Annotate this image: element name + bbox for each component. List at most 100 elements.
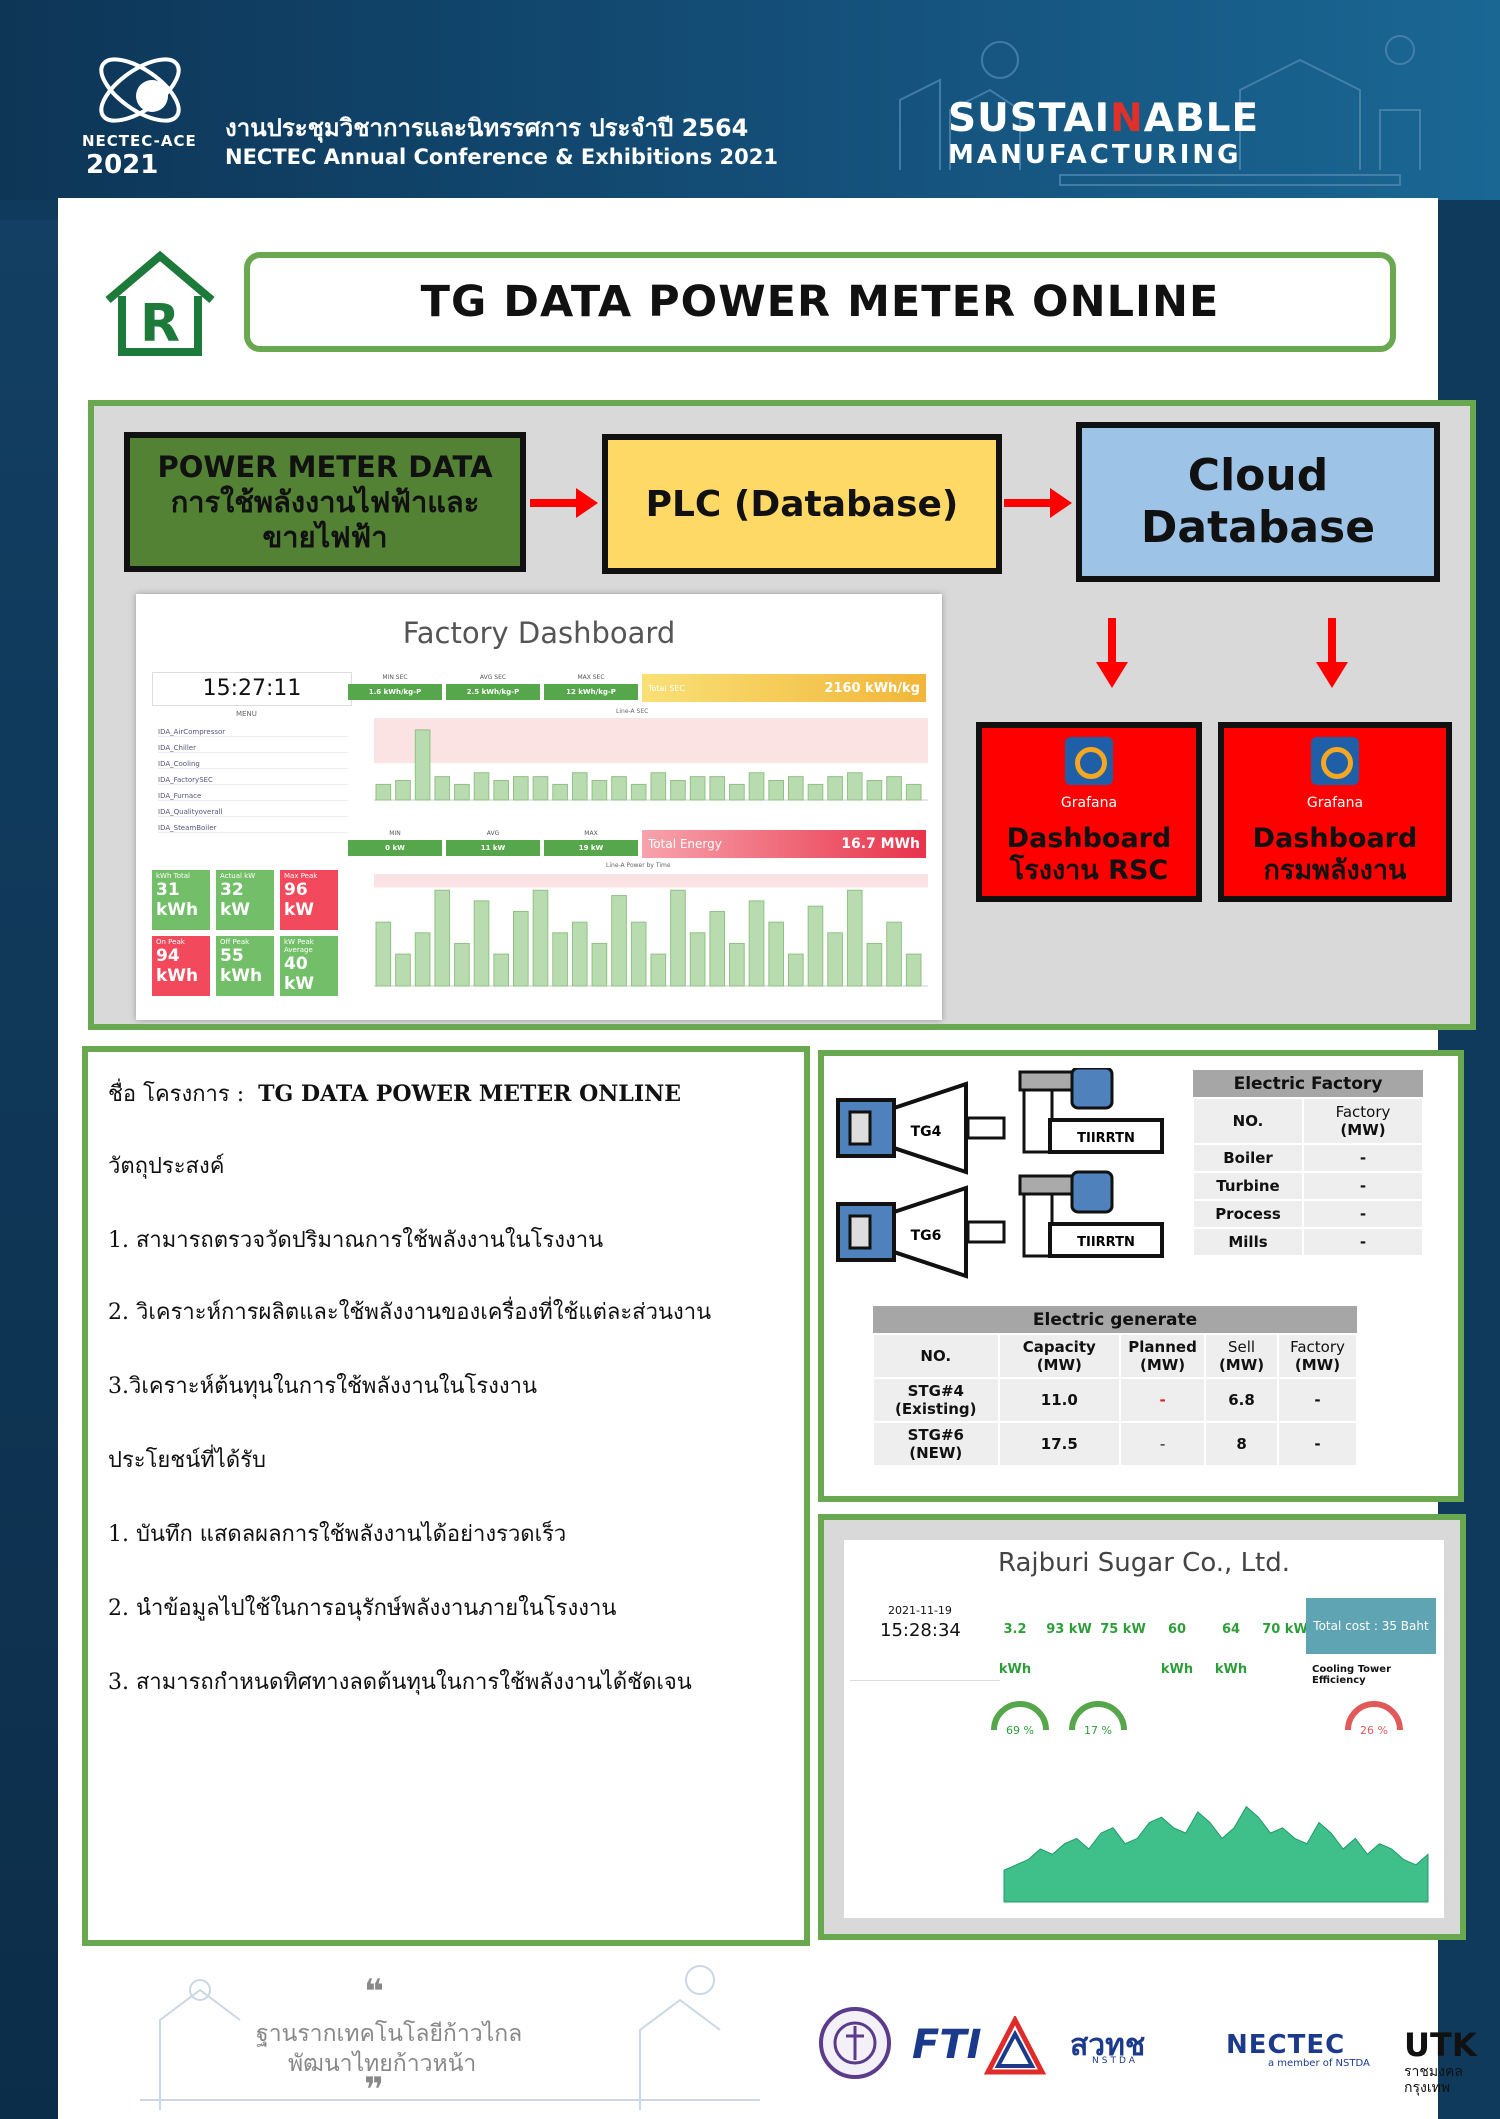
eg-row-factory: -	[1276, 1377, 1359, 1423]
eg-row-no: STG#4(Existing)	[872, 1377, 1000, 1423]
sec-stat-label: MAX SEC	[577, 674, 605, 681]
chart-bar	[670, 889, 686, 987]
chart-bar	[571, 772, 588, 801]
cooling-tower-label: Cooling Tower Efficiency	[1312, 1664, 1392, 1686]
chart-bar	[630, 921, 647, 987]
sec-stat: MAX SEC 12 kWh/kg-P	[544, 674, 638, 700]
power-bar-chart	[374, 874, 928, 987]
chart-bar	[611, 895, 627, 987]
sec-stat-value: 12 kWh/kg-P	[544, 684, 638, 700]
chart-bar	[513, 911, 529, 987]
chart-bar	[552, 783, 568, 801]
kpi-tile-value: 31 kWh	[156, 880, 199, 920]
power-stat-value: 11 kW	[446, 840, 540, 856]
turbine-label: TG4	[911, 1124, 942, 1140]
quote-close-icon: ❞	[364, 2070, 384, 2110]
ef-col-no: NO.	[1192, 1097, 1304, 1145]
eg-header-top: Planned	[1128, 1338, 1197, 1356]
grafana-icon	[1311, 737, 1359, 785]
gauge-value: 17 %	[1084, 1724, 1112, 1737]
table-row: Process-	[1192, 1199, 1424, 1229]
sustainable-wordmark: SUSTAINABLE	[948, 96, 1259, 141]
menu-label: MENU	[236, 710, 257, 718]
plc-label: PLC (Database)	[645, 483, 959, 525]
ef-row-value: -	[1302, 1171, 1424, 1201]
chart-bar	[454, 783, 470, 801]
power-stat-value: 19 kW	[544, 840, 638, 856]
ef-row-value: -	[1302, 1227, 1424, 1257]
chart-bar	[513, 776, 529, 801]
kpi-tile-label: Max Peak	[284, 872, 318, 880]
turbine-diagram: TG4 TIIRRTN TG6 TIIRRTN	[836, 1068, 1164, 1279]
grafana-icon	[1065, 737, 1113, 785]
kpi-tile-label: kW Peak Average	[284, 938, 314, 954]
gauge-value: 69 %	[1006, 1724, 1034, 1737]
rajburi-date: 2021-11-19	[888, 1604, 952, 1617]
menu-item[interactable]: IDA_Cooling	[158, 760, 348, 769]
menu-item[interactable]: IDA_Qualityoverall	[158, 808, 348, 817]
menu-item[interactable]: IDA_Furnace	[158, 792, 348, 801]
eg-row-no-1: STG#6	[907, 1426, 964, 1444]
nectec-ace-logo	[99, 57, 181, 123]
ef-row-name: Boiler	[1192, 1143, 1304, 1173]
eg-row-no: STG#6(NEW)	[872, 1421, 1000, 1467]
menu-item[interactable]: IDA_FactorySEC	[158, 776, 348, 785]
nstda-logo-sub: NSTDA	[1092, 2056, 1138, 2066]
chart-bar	[493, 780, 510, 801]
eg-row-planned: -	[1119, 1421, 1207, 1467]
fti-logo: FTI	[912, 2022, 982, 2068]
kpi-tile-value: 94 kWh	[156, 946, 199, 986]
chart-bar	[768, 921, 785, 987]
chart-bar	[866, 780, 883, 801]
chart-bar	[827, 932, 843, 987]
line-sec-label: Line-A SEC	[616, 708, 649, 715]
chart-bar	[434, 889, 451, 987]
chart-bar	[434, 776, 451, 801]
eg-row-sell: 8	[1204, 1421, 1279, 1467]
eg-header-top: NO.	[920, 1347, 952, 1365]
chart-bar	[788, 953, 804, 987]
chart-bar	[905, 783, 922, 801]
benefit-item: 2. นำข้อมูลไปใช้ในการอนุรักษ์พลังงานภายใ…	[108, 1596, 617, 1621]
kpi-tile-value: 32 kW	[220, 880, 251, 920]
total-sec-label: Total SEC	[648, 683, 685, 693]
eg-row-no-1: STG#4	[907, 1382, 964, 1400]
factory-robot-illustration	[899, 35, 1421, 186]
total-energy-stat: Total Energy 16.7 MWh	[642, 830, 926, 858]
left-sidebar-stripe	[0, 220, 58, 2119]
benefit-item: 3. สามารถกำหนดทิศทางลดต้นทุนในการใช้พลัง…	[108, 1670, 692, 1695]
chart-bar	[454, 942, 470, 987]
arrow-right-icon	[1004, 488, 1072, 518]
table-row: Turbine-	[1192, 1171, 1424, 1201]
factory-dashboard-screenshot: Factory Dashboard 15:27:11 MENU IDA_AirC…	[136, 594, 942, 1020]
utk-sub-1: ราชมงคล	[1404, 2064, 1463, 2080]
chart-bar	[532, 889, 549, 987]
cloud-database-box: Cloud Database	[1076, 422, 1440, 582]
ef-col-factory-2: (MW)	[1340, 1121, 1386, 1139]
chart-bar	[807, 905, 824, 987]
chart-bar	[886, 921, 902, 987]
menu-item[interactable]: IDA_Chiller	[158, 744, 348, 753]
threshold-band	[374, 874, 928, 888]
chart-bar	[473, 772, 490, 801]
chart-bar	[414, 729, 431, 801]
r-letter: R	[140, 294, 180, 354]
sustain-part-b: ABLE	[1143, 96, 1260, 141]
menu-item[interactable]: IDA_AirCompressor	[158, 728, 348, 737]
eg-header-top: Factory	[1290, 1338, 1345, 1356]
r-house-logo: R	[105, 250, 215, 356]
eg-row-sell: 6.8	[1204, 1377, 1279, 1423]
chart-bar	[788, 776, 804, 801]
menu-item[interactable]: IDA_SteamBoiler	[158, 824, 348, 833]
gauge-arc	[991, 1701, 1049, 1731]
conference-header: NECTEC-ACE 2021 งานประชุมวิชาการและนิทรร…	[0, 0, 1500, 200]
manufacturing-wordmark: MANUFACTURING	[948, 140, 1242, 170]
electric-factory-table: Electric Factory NO. Factory(MW) Boiler-…	[1192, 1070, 1424, 1257]
quote-open-icon: ❝	[364, 1972, 384, 2012]
